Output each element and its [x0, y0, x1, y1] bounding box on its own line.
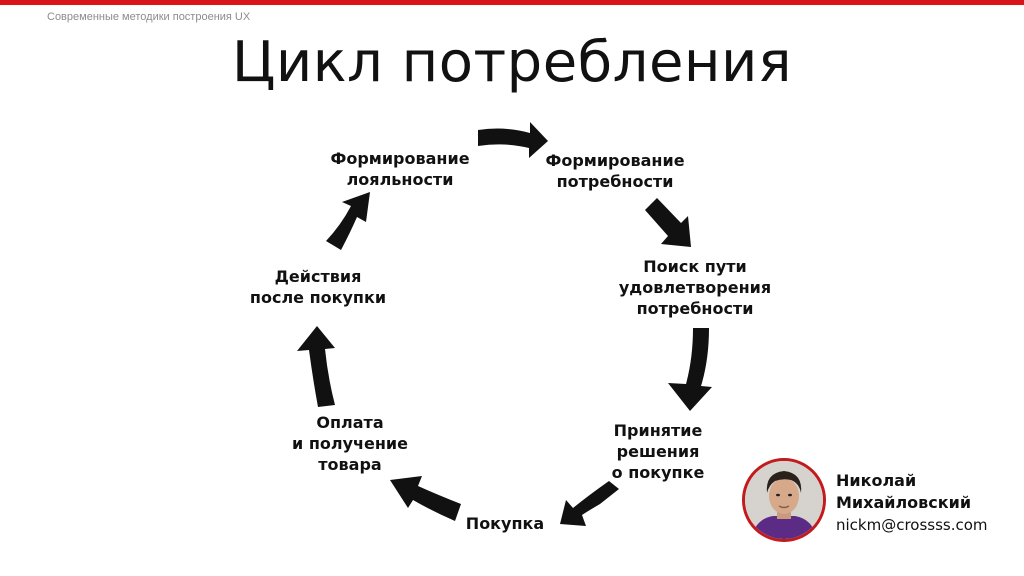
author-last-name: Михайловский	[836, 493, 972, 512]
cycle-node-decision-line-2: решения	[616, 442, 700, 461]
author-portrait-icon	[742, 458, 826, 542]
cycle-node-need: Формирование потребности	[540, 150, 690, 192]
avatar	[745, 461, 823, 539]
top-accent-bar	[0, 0, 1024, 5]
cycle-node-search-line-3: потребности	[636, 299, 754, 318]
cycle-node-payment: Оплата и получение товара	[280, 412, 420, 475]
cycle-node-search-line-1: Поиск пути	[643, 257, 747, 276]
cycle-node-after-line-1: Действия	[274, 267, 362, 286]
author-first-name: Николай	[836, 471, 917, 490]
cycle-arrow-after-to-loyalty	[326, 192, 370, 250]
cycle-arrow-search-to-decision	[668, 328, 712, 411]
cycle-node-after-line-2: после покупки	[249, 288, 387, 307]
cycle-node-loyalty-line-1: Формирование	[330, 149, 470, 168]
cycle-arrow-decision-to-purchase	[560, 481, 619, 526]
cycle-node-decision-line-3: о покупке	[611, 463, 705, 482]
cycle-node-after: Действия после покупки	[238, 266, 398, 308]
author-name: Николай Михайловский	[836, 470, 971, 514]
cycle-node-payment-line-1: Оплата	[316, 413, 384, 432]
cycle-node-purchase: Покупка	[455, 513, 555, 534]
cycle-arrow-payment-to-after	[297, 326, 335, 407]
cycle-arrow-loyalty-to-need	[478, 122, 548, 158]
slide-title: Цикл потребления	[231, 30, 793, 95]
cycle-node-search-line-2: удовлетворения	[618, 278, 772, 297]
cycle-node-need-line-2: потребности	[556, 172, 674, 191]
author-email[interactable]: nickm@crossss.com	[836, 516, 988, 534]
cycle-node-loyalty: Формирование лояльности	[315, 148, 485, 190]
cycle-node-loyalty-line-2: лояльности	[346, 170, 454, 189]
course-title: Современные методики построения UX	[47, 11, 251, 23]
cycle-node-decision: Принятие решения о покупке	[593, 420, 723, 483]
cycle-node-decision-line-1: Принятие	[613, 421, 703, 440]
cycle-node-payment-line-3: товара	[318, 455, 382, 474]
cycle-node-search: Поиск пути удовлетворения потребности	[610, 256, 780, 319]
cycle-node-purchase-line-1: Покупка	[465, 514, 545, 533]
cycle-arrow-purchase-to-payment	[390, 476, 461, 521]
cycle-node-payment-line-2: и получение	[292, 434, 408, 453]
cycle-node-need-line-1: Формирование	[545, 151, 685, 170]
cycle-arrow-need-to-search	[645, 198, 691, 247]
